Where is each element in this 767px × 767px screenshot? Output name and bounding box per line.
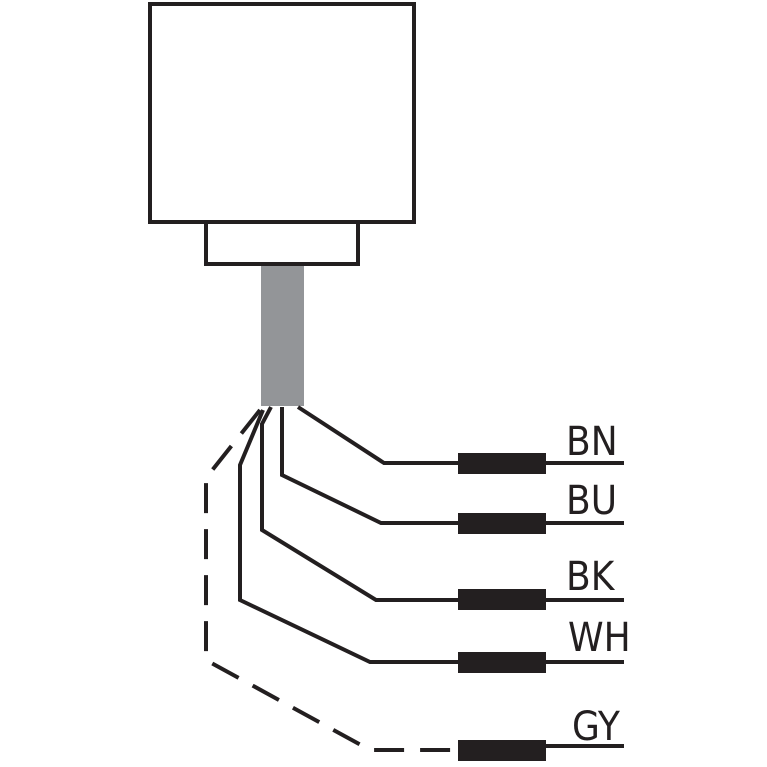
- wire-bn-label: BN: [566, 419, 618, 465]
- wire-bk-label: BK: [566, 554, 616, 600]
- wire-bu-label: BU: [566, 478, 617, 524]
- wire-gy-label: GY: [572, 704, 621, 750]
- wire-bk: BK: [260, 406, 624, 610]
- wire-gy: GY: [204, 408, 624, 761]
- wire-bu-ferrule: [458, 513, 546, 534]
- wire-bn: BN: [296, 405, 624, 474]
- wire-wh-label: WH: [568, 615, 631, 661]
- wire-bk-ferrule: [458, 589, 546, 610]
- sensor-housing: [148, 2, 416, 224]
- wire-wh-conductor: [238, 409, 460, 664]
- wire-bn-ferrule: [458, 453, 546, 474]
- wire-bn-conductor: [296, 405, 460, 465]
- wire-wh: WH: [238, 409, 631, 673]
- wire-gy-ferrule: [458, 740, 546, 761]
- wire-gy-conductor: [204, 408, 460, 752]
- wire-wh-ferrule: [458, 652, 546, 673]
- wire-bu: BU: [280, 407, 624, 534]
- cable-gland: [204, 220, 360, 266]
- cable-jacket: [261, 266, 304, 406]
- wire-bu-conductor: [280, 407, 460, 525]
- wire-bk-conductor: [260, 406, 460, 602]
